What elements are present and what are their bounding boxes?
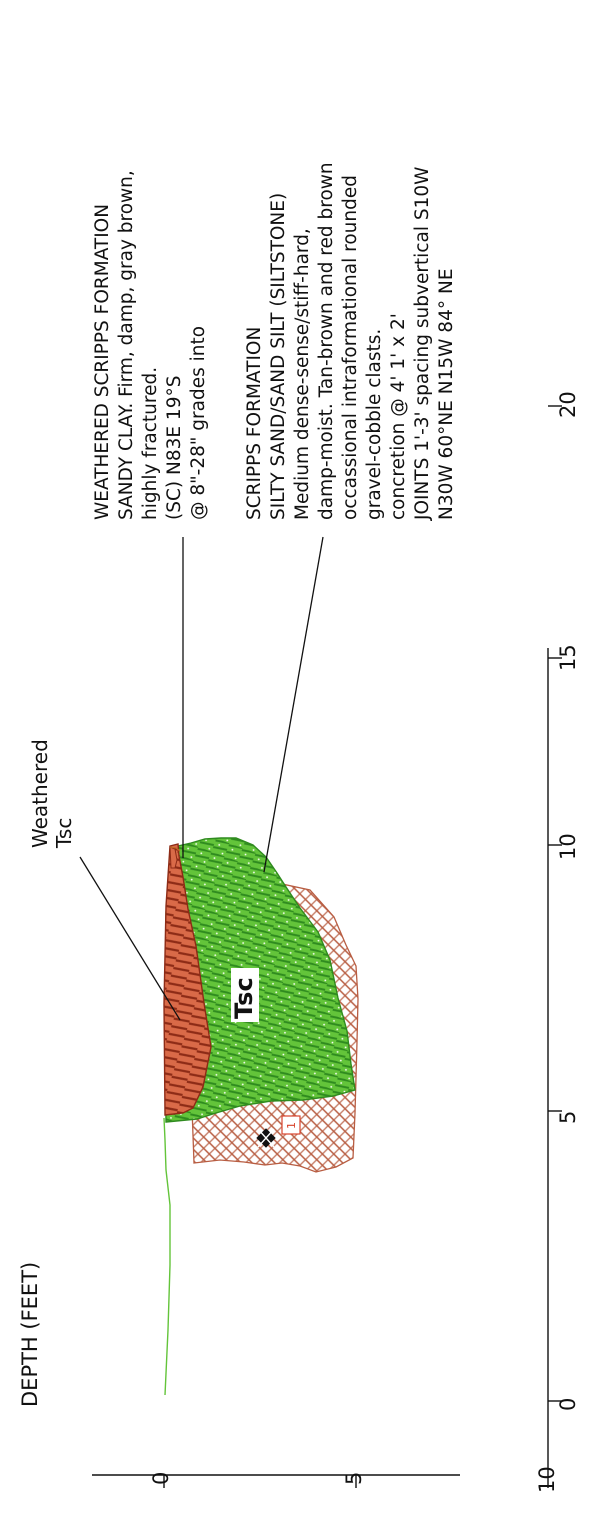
unit-label-box <box>231 968 259 1022</box>
weathered-zone-cap <box>169 846 178 869</box>
scripps-note-line-3: Medium dense-sense/stiff-hard, <box>292 228 313 520</box>
depth-ticks-group <box>163 1475 549 1488</box>
depth-tick-label-10: 10 <box>535 1466 559 1493</box>
weathered-note-line-4: (SC) N83E 19°S <box>164 376 185 520</box>
scripps-note-line-5: occassional intraformational rounded <box>340 175 361 520</box>
weathered-note-line-3: highly fractured. <box>140 367 161 520</box>
scripps-note-line-2: SILTY SAND/SAND SILT (SILTSTONE) <box>268 193 289 520</box>
distance-tick-label-20: 20 <box>556 391 580 418</box>
distance-tick-label-5: 5 <box>556 1111 580 1124</box>
sample-marker-cross-icon <box>257 1128 275 1148</box>
depth-axis-label: DEPTH (FEET) <box>18 1262 42 1407</box>
weathered-note-line-5: @ 8"-28" grades into <box>188 326 209 520</box>
unit-label: Tsc <box>230 977 258 1019</box>
axes-group: DEPTH (FEET) 0 5 10 0 5 10 15 20 <box>18 391 580 1493</box>
scripps-note-leader <box>263 536 324 873</box>
weathered-label-line1: Weathered <box>28 739 52 848</box>
weathered-note-line-2: SANDY CLAY. Firm, damp, gray brown, <box>116 170 137 520</box>
depth-tick-label-5: 5 <box>342 1472 366 1485</box>
scripps-note-line-1: SCRIPPS FORMATION <box>244 327 265 520</box>
soil-profile-group <box>163 837 359 1396</box>
scripps-note-line-8: JOINTS 1'-3' spacing subvertical S10W <box>412 167 433 521</box>
sample-marker-group <box>256 1128 276 1148</box>
distance-tick-label-10: 10 <box>556 833 580 860</box>
weathered-leader-line <box>79 856 181 1021</box>
scripps-note-line-4: damp-moist. Tan-brown and red brown <box>316 162 337 520</box>
annotations-group: Weathered Tsc Tsc 1 <box>28 536 324 1148</box>
weathered-label-line2: Tsc <box>52 818 76 849</box>
distance-ticks-group <box>548 405 562 1402</box>
depth-tick-label-0: 0 <box>149 1472 173 1485</box>
weathered-zone <box>163 843 212 1116</box>
sample-box-label: 1 <box>285 1122 298 1129</box>
green-siltstone-zone <box>164 837 356 1123</box>
scripps-note-line-6: gravel-cobble clasts. <box>364 329 385 520</box>
ground-surface-line <box>163 1117 171 1396</box>
scripps-note-line-9: N30W 60°NE N15W 84° NE <box>436 268 457 520</box>
distance-tick-label-0: 0 <box>556 1398 580 1411</box>
scripps-note-line-7: concretion @ 4' 1' x 2' <box>388 313 409 520</box>
sample-box <box>281 1115 301 1135</box>
lower-profile-edge <box>169 846 181 852</box>
notes-group: WEATHERED SCRIPPS FORMATION SANDY CLAY. … <box>92 162 457 521</box>
distance-tick-label-15: 15 <box>556 644 580 671</box>
weathered-note-line-1: WEATHERED SCRIPPS FORMATION <box>92 204 113 520</box>
